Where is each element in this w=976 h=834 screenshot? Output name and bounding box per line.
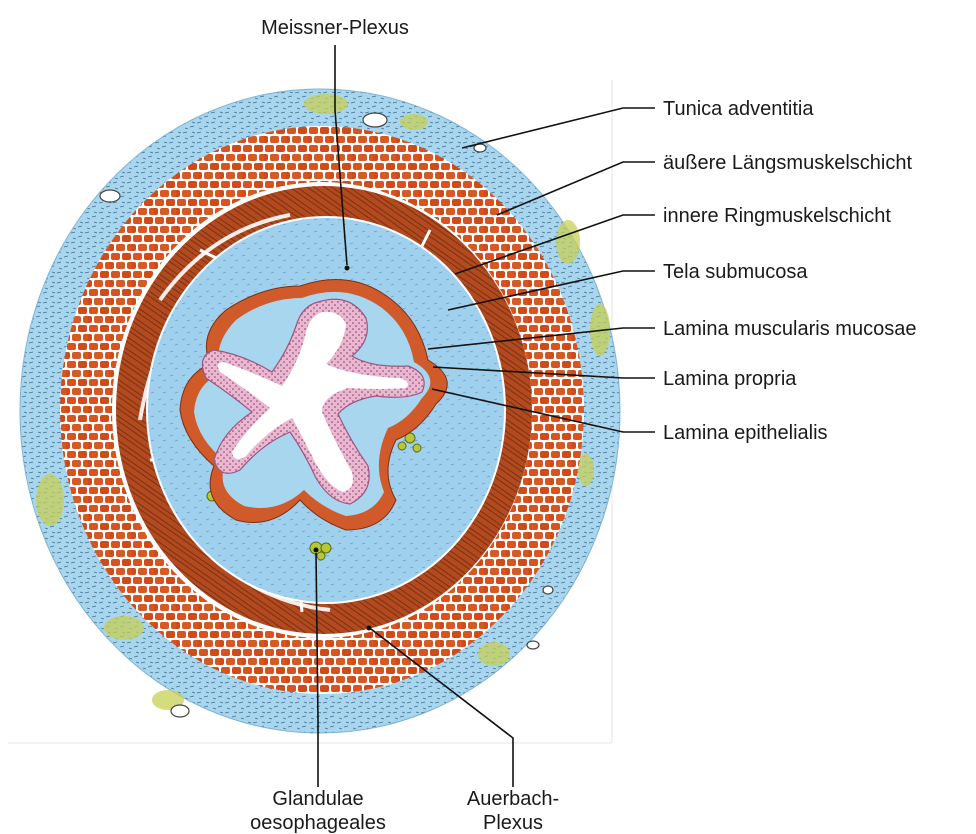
label-glandulae-line1: Glandulae [272, 788, 363, 810]
label-lamina-muscularis-mucosae: Lamina muscularis mucosae [663, 318, 916, 340]
label-tunica-adventitia: Tunica adventitia [663, 98, 814, 120]
label-innere-ringmuskelschicht: innere Ringmuskelschicht [663, 205, 891, 227]
label-aeussere-laengsmuskelschicht: äußere Längsmuskelschicht [663, 152, 912, 174]
label-auerbach-line2: Plexus [483, 812, 543, 834]
label-meissner-plexus: Meissner-Plexus [261, 17, 409, 39]
label-tela-submucosa: Tela submucosa [663, 261, 808, 283]
label-auerbach-line1: Auerbach- [467, 788, 559, 810]
label-lamina-propria: Lamina propria [663, 368, 797, 390]
label-glandulae-line2: oesophageales [250, 812, 386, 834]
label-lamina-epithelialis: Lamina epithelialis [663, 422, 828, 444]
